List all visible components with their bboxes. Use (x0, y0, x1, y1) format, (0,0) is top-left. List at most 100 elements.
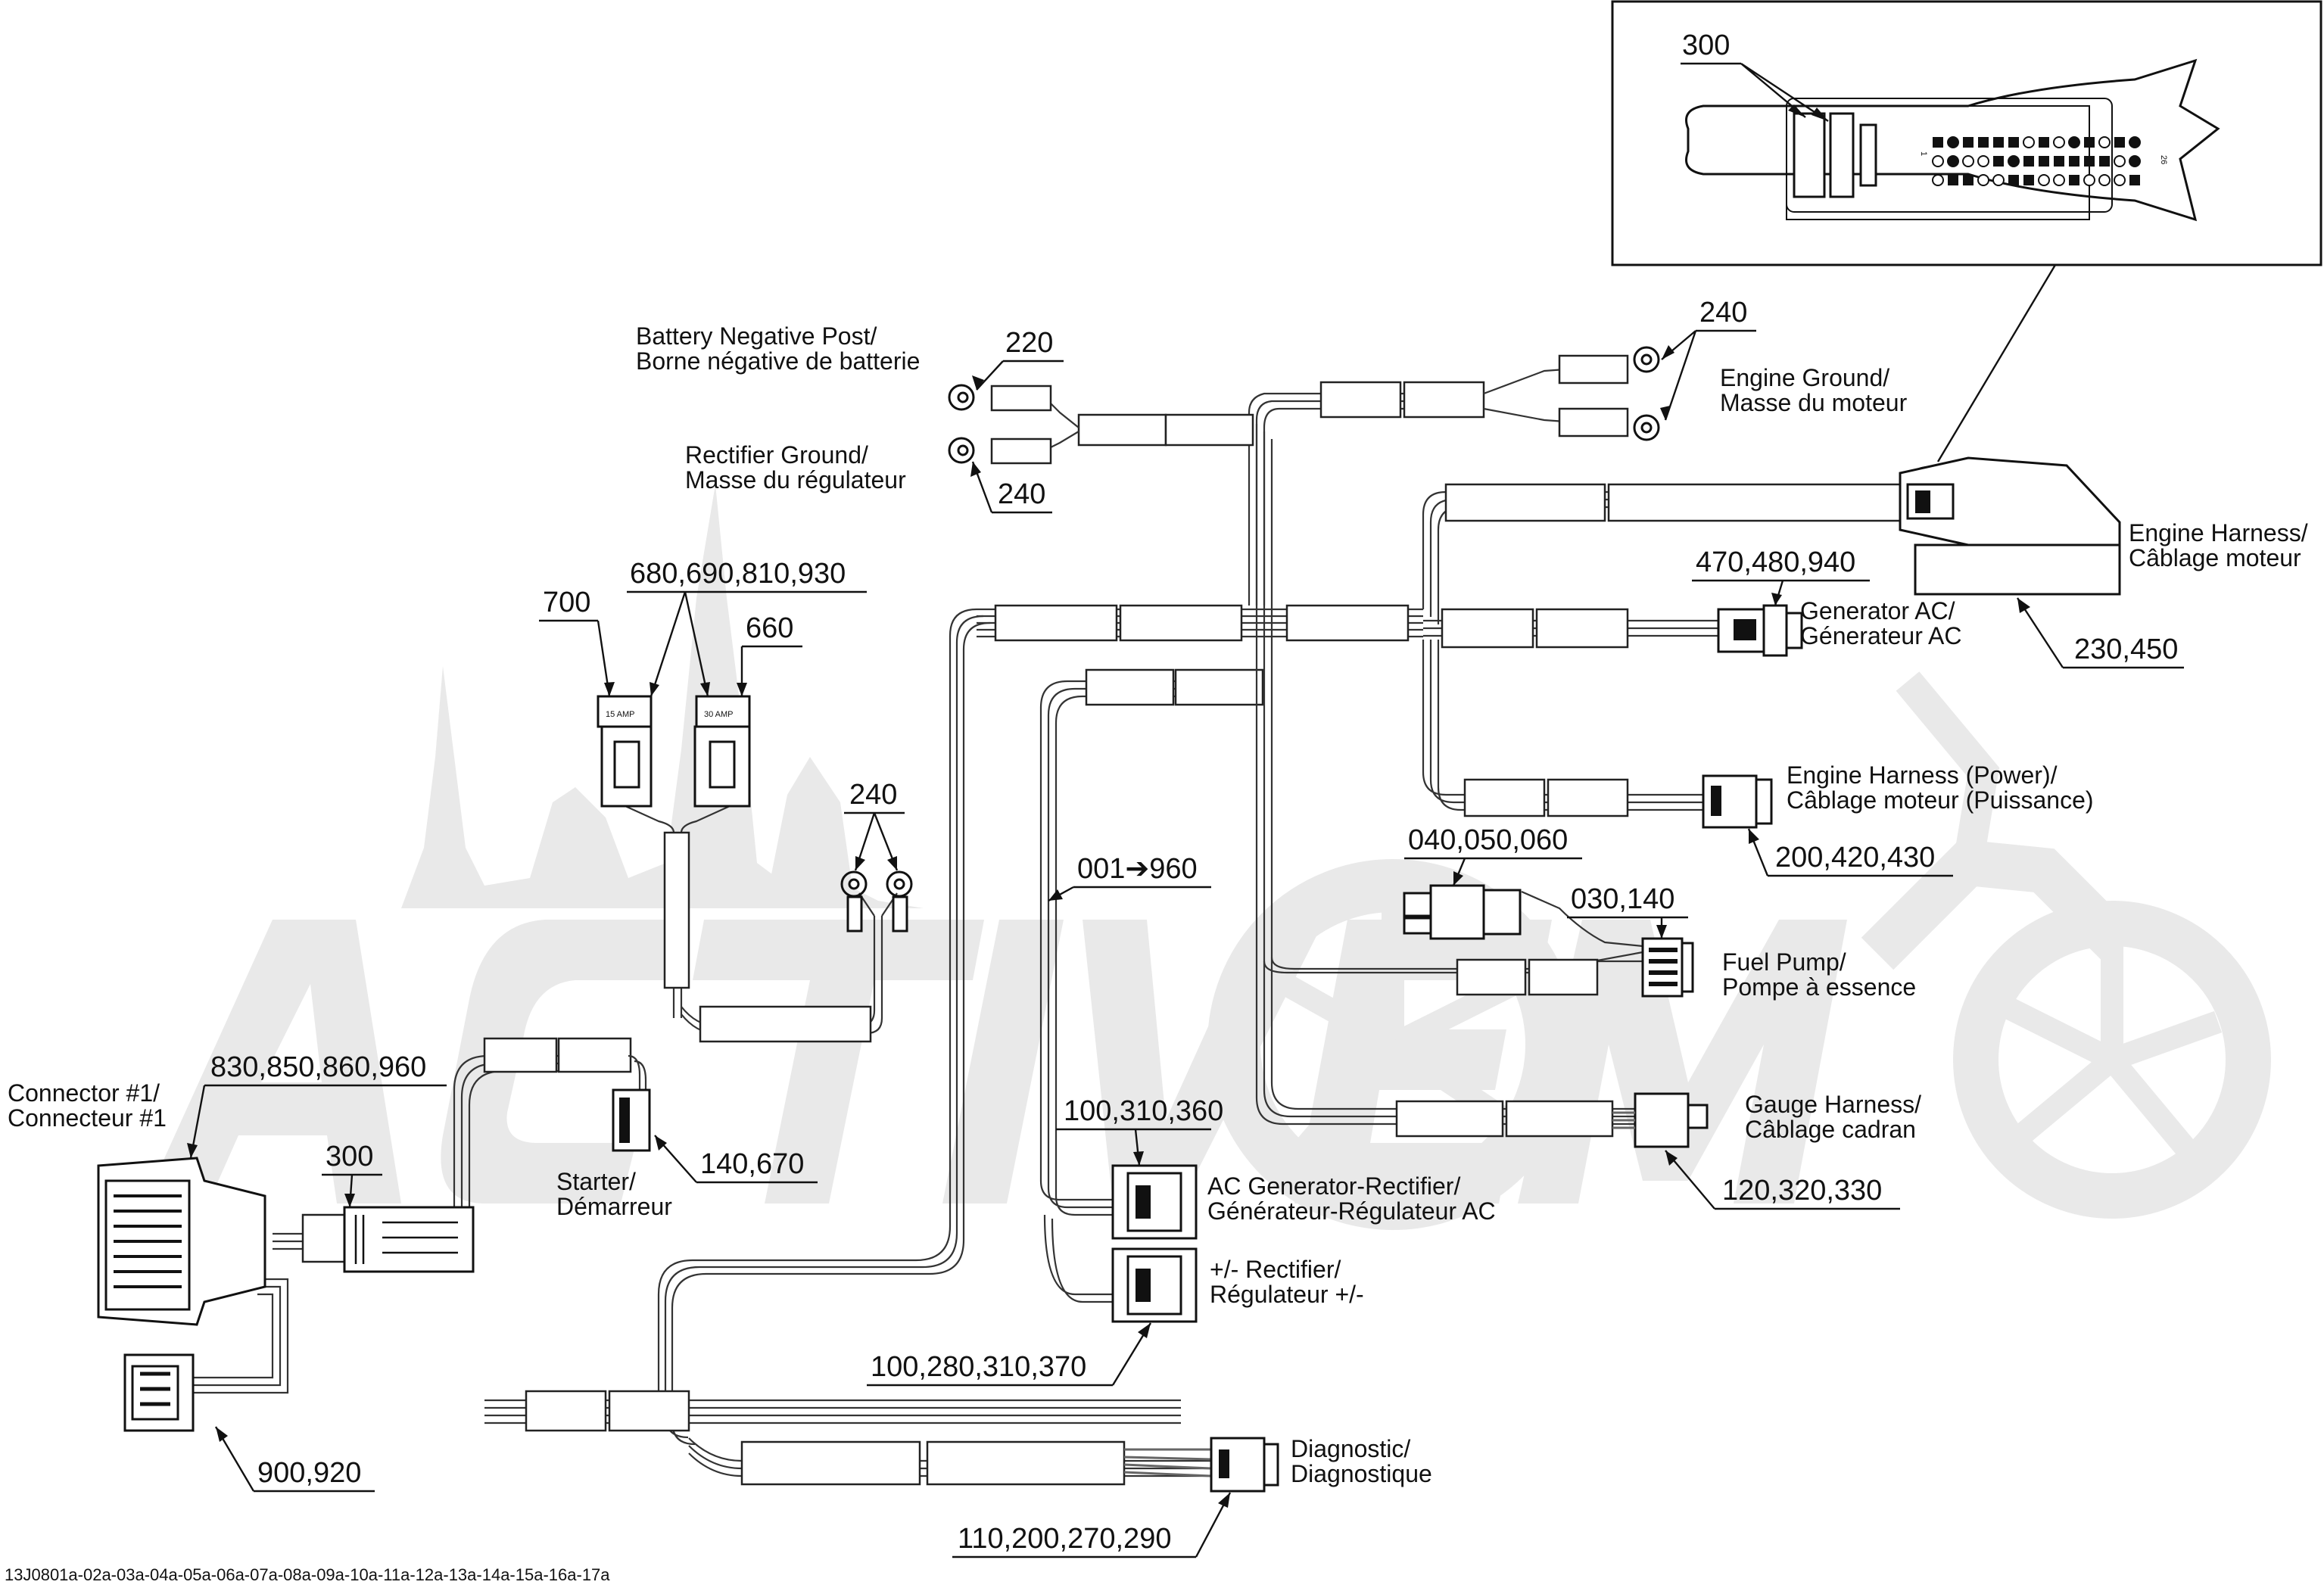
ac-generator-rectifier-label-en: AC Generator-Rectifier/ (1207, 1172, 1460, 1200)
fuel-pump-label-en: Fuel Pump/ (1722, 948, 1846, 976)
inset-pin (2069, 156, 2079, 167)
part-240-mid: 240 (849, 779, 897, 811)
watermark-logo (144, 484, 2271, 1230)
part-680: 680,690,810,930 (630, 558, 846, 590)
inset-pin (1977, 174, 1989, 186)
starter-label-en: Starter/ (556, 1168, 636, 1195)
ac-generator-rectifier-label-fr: Générateur-Régulateur AC (1207, 1197, 1496, 1225)
inset-pin (2084, 137, 2095, 148)
inset-pin (2068, 136, 2080, 148)
rectifier-ground-label-en: Rectifier Ground/ (685, 441, 868, 469)
gauge-harness-label-en: Gauge Harness/ (1745, 1091, 1921, 1118)
part-700: 700 (543, 587, 590, 618)
inset-pin (2129, 175, 2140, 185)
wire-bundles (189, 354, 1902, 1486)
rectifier-plus-minus-label-fr: Régulateur +/- (1210, 1281, 1364, 1308)
inset-pin (1948, 175, 1958, 185)
figure-code: 13J0801a-02a-03a-04a-05a-06a-07a-08a-09a… (5, 1565, 610, 1584)
engine-harness-label-en: Engine Harness/ (2129, 519, 2308, 546)
inset-pin (2114, 137, 2125, 148)
rectifier-ground-label-fr: Masse du régulateur (685, 466, 906, 494)
inset-pin (2084, 156, 2095, 167)
inset-pin (2098, 174, 2111, 186)
part-240-engine: 240 (1699, 297, 1747, 328)
inset-pin (2069, 175, 2079, 185)
inset-pin (1978, 137, 1989, 148)
inset-pin (2114, 155, 2126, 167)
inset-pin (2129, 155, 2141, 167)
inset-pin (2099, 156, 2110, 167)
generator-ac-label-en: Generator AC/ (1800, 597, 1955, 624)
inset-pin (2008, 137, 2019, 148)
part-200: 200,420,430 (1775, 842, 1935, 873)
starter-label-fr: Démarreur (556, 1193, 672, 1220)
inset-pin (2054, 156, 2064, 167)
inset-pin (2098, 136, 2111, 148)
engine-harness-power-label-fr: Câblage moteur (Puissance) (1787, 786, 2094, 814)
inset-pin-grid (1932, 136, 2141, 186)
inset-pin (1933, 137, 1943, 148)
engine-ground-label-en: Engine Ground/ (1720, 364, 1889, 391)
fuse-30amp-label: 30 AMP (704, 710, 734, 719)
inset-pin (2039, 137, 2049, 148)
part-100a: 100,310,360 (1064, 1095, 1223, 1127)
part-040: 040,050,060 (1408, 824, 1568, 856)
inset-pin (2008, 175, 2019, 185)
inset-pin-high: 26 (2159, 155, 2168, 164)
battery-negative-label-en: Battery Negative Post/ (636, 322, 877, 350)
inset-pin (2039, 156, 2049, 167)
fuse-15amp-label: 15 AMP (606, 710, 635, 719)
engine-harness-label-fr: Câblage moteur (2129, 544, 2301, 571)
engine-harness-power-label-en: Engine Harness (Power)/ (1787, 761, 2058, 789)
gauge-harness-label-fr: Câblage cadran (1745, 1116, 1916, 1143)
part-900: 900,920 (257, 1457, 361, 1489)
part-001-960: 001➔960 (1077, 853, 1198, 885)
battery-negative-label-fr: Borne négative de batterie (636, 347, 920, 375)
fuel-pump-label-fr: Pompe à essence (1722, 973, 1916, 1001)
inset-pin (1932, 174, 1944, 186)
part-120: 120,320,330 (1722, 1175, 1882, 1207)
generator-ac-label-fr: Génerateur AC (1800, 622, 1961, 649)
part-100b: 100,280,310,370 (871, 1351, 1086, 1383)
part-660: 660 (746, 612, 793, 644)
rectifier-plus-minus-label-en: +/- Rectifier/ (1210, 1256, 1341, 1283)
inset-pin (1993, 137, 2004, 148)
connectors: 15 AMP 30 AMP (97, 346, 2121, 1493)
diagnostic-label-fr: Diagnostique (1291, 1460, 1432, 1487)
part-220: 220 (1005, 327, 1053, 359)
part-240-rectifier: 240 (998, 478, 1045, 510)
part-140: 140,670 (700, 1148, 804, 1180)
part-300: 300 (326, 1141, 373, 1172)
part-110: 110,200,270,290 (958, 1523, 1171, 1555)
connector-inset: 1 26 300 (1611, 0, 2322, 266)
inset-pin (2008, 155, 2020, 167)
inset-pin (2023, 136, 2035, 148)
inset-pin (1993, 156, 2004, 167)
diagnostic-label-en: Diagnostic/ (1291, 1435, 1410, 1462)
inset-pin (1947, 155, 1959, 167)
inset-pin (2053, 174, 2065, 186)
inset-part-300: 300 (1682, 30, 1730, 61)
inset-pin (1932, 155, 1944, 167)
part-030: 030,140 (1571, 883, 1674, 915)
inset-pin (2038, 174, 2050, 186)
inset-pin (2023, 156, 2034, 167)
inset-pin (2083, 174, 2095, 186)
connector-1-label-en: Connector #1/ (8, 1079, 160, 1107)
part-830: 830,850,860,960 (210, 1051, 426, 1083)
inset-pin (1962, 155, 1974, 167)
inset-pin (2129, 136, 2141, 148)
part-230: 230,450 (2074, 634, 2178, 665)
inset-pin (2023, 175, 2034, 185)
part-470: 470,480,940 (1696, 546, 1855, 578)
inset-pin (1977, 155, 1989, 167)
inset-pin (1963, 175, 1974, 185)
inset-pin (2053, 136, 2065, 148)
inset-pin-low: 1 (1919, 151, 1928, 156)
inset-pin (1963, 137, 1974, 148)
inset-pin (1992, 174, 2005, 186)
connector-1-label-fr: Connecteur #1 (8, 1104, 167, 1132)
inset-pin (2114, 174, 2126, 186)
inset-pin (1947, 136, 1959, 148)
